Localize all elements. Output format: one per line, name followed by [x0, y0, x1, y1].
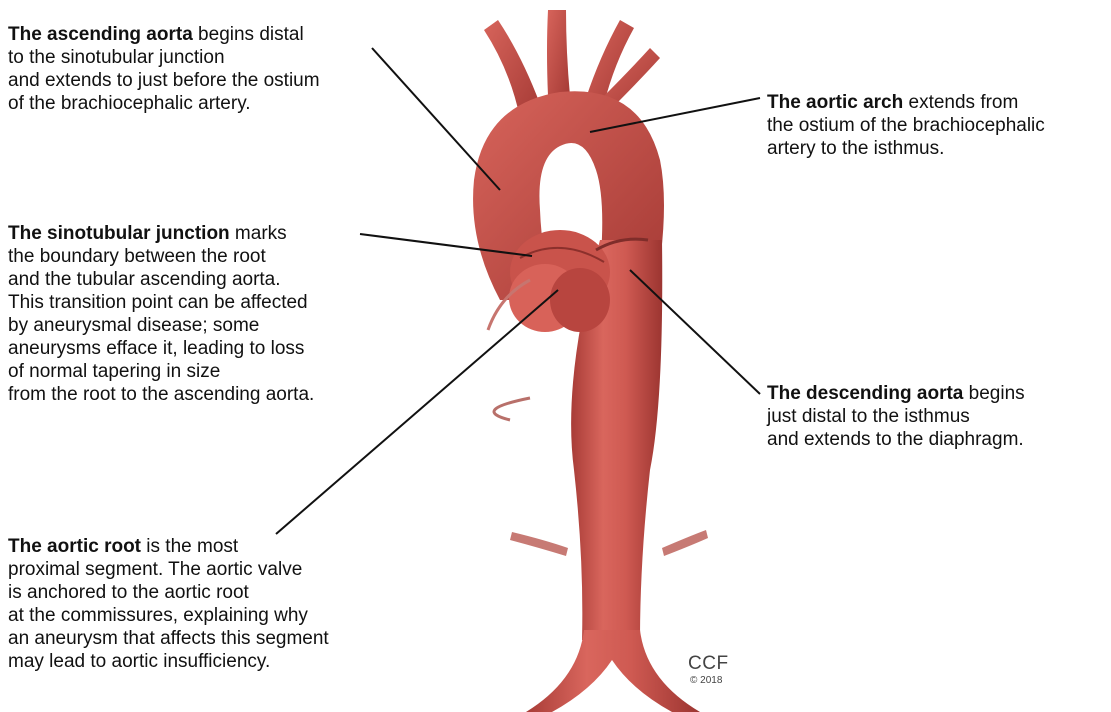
label-stj-line-6: of normal tapering in size: [8, 360, 314, 383]
label-stj-line-4: by aneurysmal disease; some: [8, 314, 314, 337]
label-stj-line-0: marks: [230, 223, 287, 244]
label-stj-line-3: This transition point can be affected: [8, 291, 314, 314]
label-stj-line-2: and the tubular ascending aorta.: [8, 268, 314, 291]
label-stj-line-7: from the root to the ascending aorta.: [8, 383, 314, 406]
label-stj-title: The sinotubular junction: [8, 223, 230, 244]
leader-line-ascending: [372, 48, 500, 190]
label-ascending-line-0: begins distal: [193, 24, 304, 45]
label-aortic-arch: The aortic arch extends from the ostium …: [767, 91, 1045, 160]
iliac-bifurcation: [526, 630, 700, 712]
label-ascending-line-3: of the brachiocephalic artery.: [8, 92, 320, 115]
label-arch-line-1: the ostium of the brachiocephalic: [767, 114, 1045, 137]
label-stj-line-5: aneurysms efface it, leading to loss: [8, 337, 314, 360]
credit-year: © 2018: [690, 675, 722, 686]
label-ascending-line-2: and extends to just before the ostium: [8, 69, 320, 92]
label-ascending-aorta: The ascending aorta begins distal to the…: [8, 23, 320, 115]
label-ascending-title: The ascending aorta: [8, 24, 193, 45]
label-root-title: The aortic root: [8, 536, 141, 557]
label-root-line-0: is the most: [141, 536, 238, 557]
leader-line-root: [276, 290, 558, 534]
label-root-line-4: an aneurysm that affects this segment: [8, 627, 329, 650]
label-root-line-2: is anchored to the aortic root: [8, 581, 329, 604]
label-aortic-root: The aortic root is the most proximal seg…: [8, 535, 329, 673]
label-root-line-3: at the commissures, explaining why: [8, 604, 329, 627]
label-descending-line-1: just distal to the isthmus: [767, 405, 1025, 428]
label-arch-title: The aortic arch: [767, 92, 903, 113]
label-descending-title: The descending aorta: [767, 383, 963, 404]
label-arch-line-0: extends from: [903, 92, 1018, 113]
label-ascending-line-1: to the sinotubular junction: [8, 46, 320, 69]
label-stj-line-1: the boundary between the root: [8, 245, 314, 268]
credit-mark: CCF: [688, 653, 729, 675]
label-descending-aorta: The descending aorta begins just distal …: [767, 382, 1025, 451]
label-arch-line-2: artery to the isthmus.: [767, 137, 1045, 160]
label-root-line-5: may lead to aortic insufficiency.: [8, 650, 329, 673]
label-descending-line-2: and extends to the diaphragm.: [767, 428, 1025, 451]
label-descending-line-0: begins: [963, 383, 1024, 404]
label-root-line-1: proximal segment. The aortic valve: [8, 558, 329, 581]
label-sinotubular-junction: The sinotubular junction marks the bound…: [8, 222, 314, 406]
